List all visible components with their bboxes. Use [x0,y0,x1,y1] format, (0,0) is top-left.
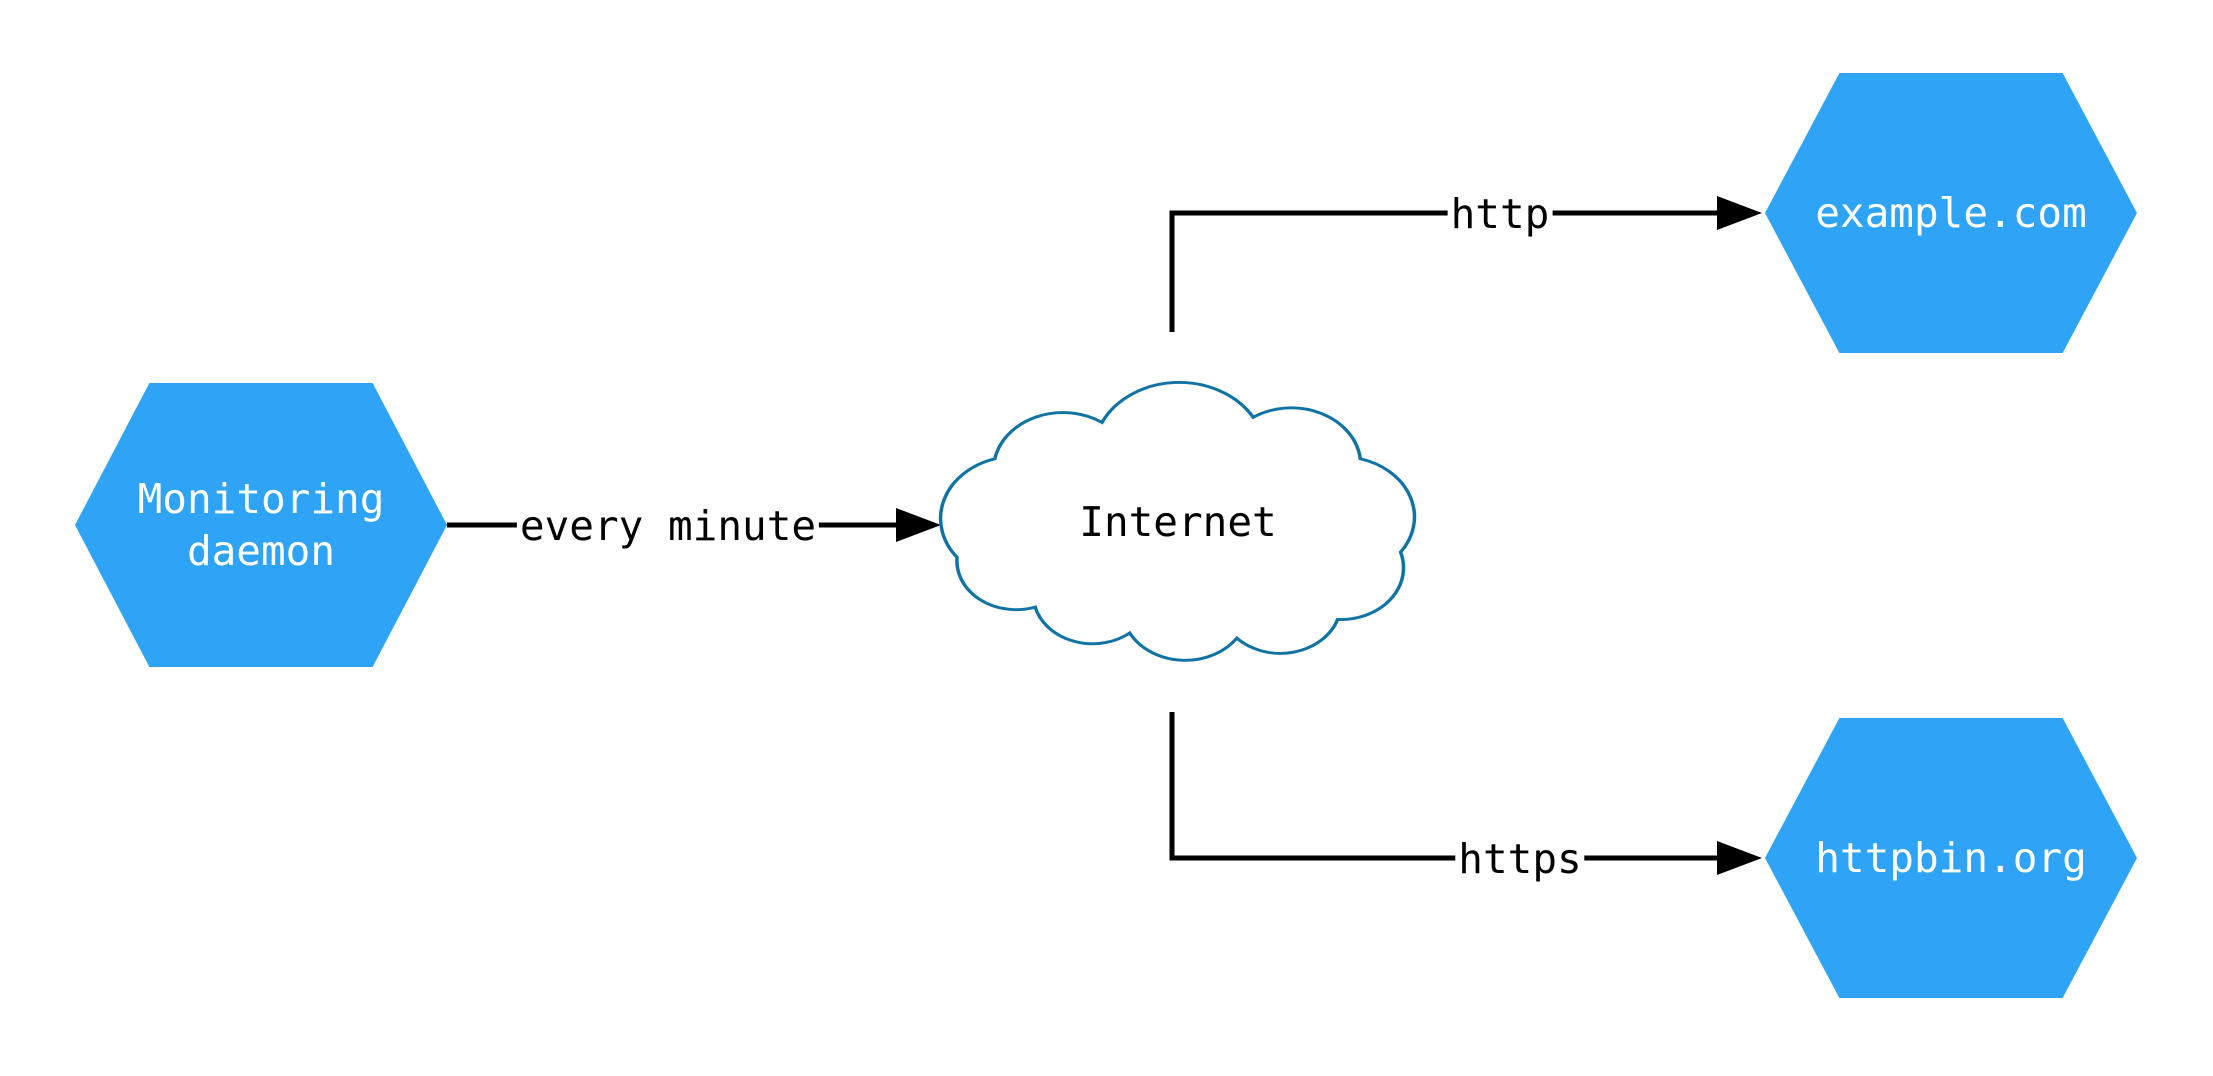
node-label: Monitoring daemon [137,475,385,575]
node-internet [938,380,1417,662]
node-internet-label: Internet [1079,498,1277,546]
node-httpbin-org: httpbin.org [1765,718,2137,998]
cloud-shape [938,380,1417,662]
arrowhead-icon [1717,196,1762,230]
node-example-com: example.com [1765,73,2137,353]
arrowhead-icon [896,508,941,542]
node-monitoring-daemon: Monitoring daemon [75,383,447,667]
edge-label-every-minute: every minute [516,504,820,548]
edge-label-http: http [1447,192,1553,236]
edge-label-https: https [1455,837,1585,881]
node-label: httpbin.org [1815,834,2087,882]
edge-https-line [1169,712,1720,861]
node-label: example.com [1815,189,2087,237]
arrowhead-icon [1717,841,1762,875]
edge-http-line [1169,210,1720,332]
